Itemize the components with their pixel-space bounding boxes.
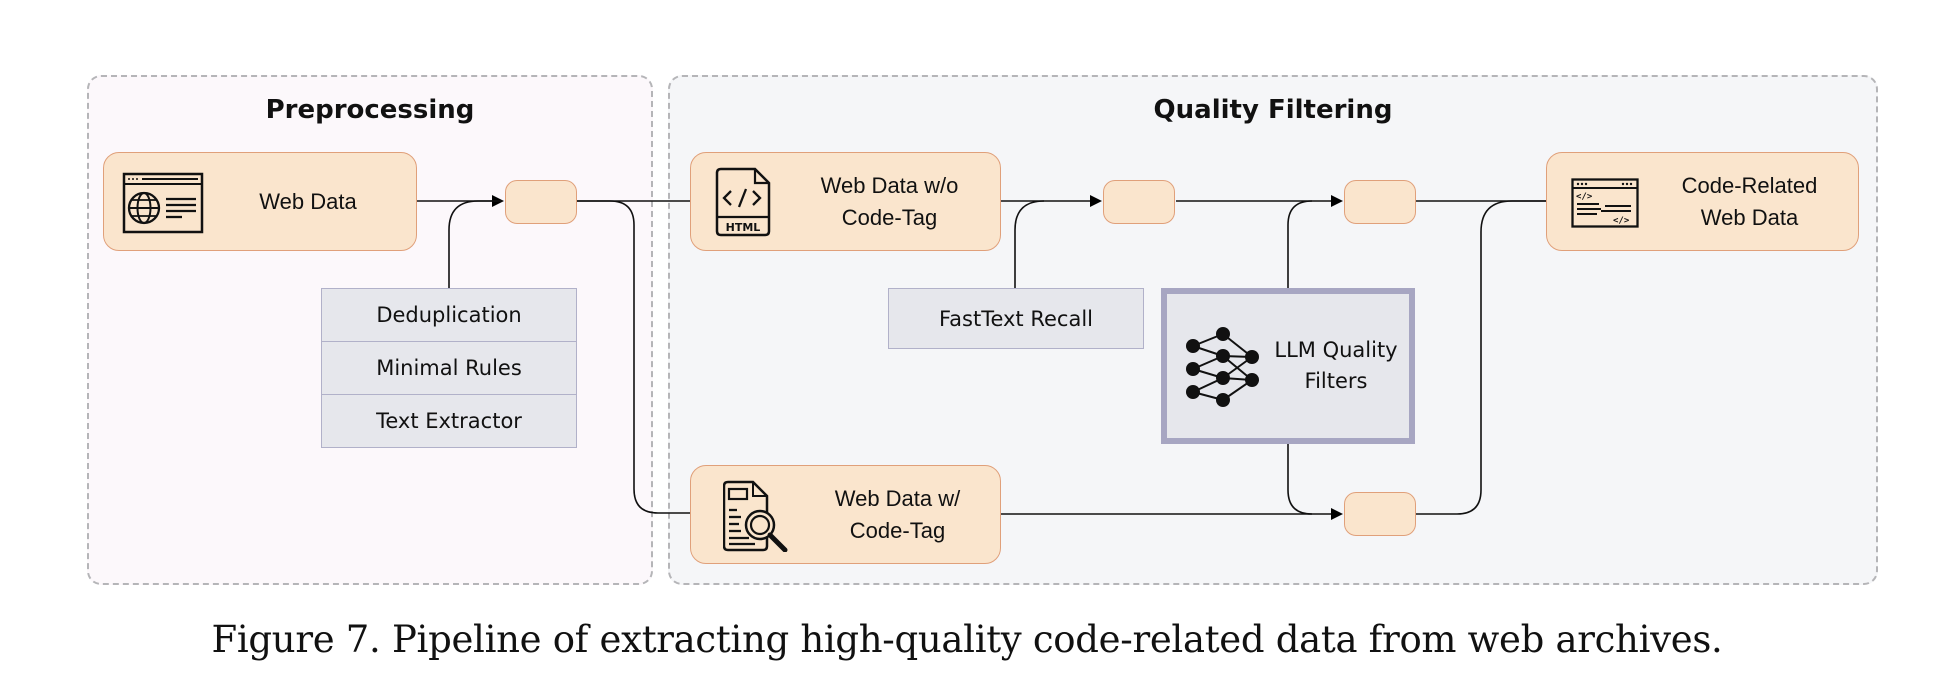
code-webpage-icon: </> </>: [1571, 178, 1639, 228]
code-related-web-data-node: </> </> Code-Related Web Data: [1546, 152, 1859, 251]
web-data-with-code-tag-label: Web Data w/ Code-Tag: [834, 485, 961, 543]
step-text-extractor: Text Extractor: [321, 394, 577, 448]
llm-quality-filters-label: LLM Quality Filters: [1274, 337, 1398, 394]
web-data-without-code-tag-node: HTML Web Data w/o Code-Tag: [690, 152, 1001, 251]
edge-junction4-to-output: [1416, 200, 1546, 515]
edge-llm-to-junction3: [1287, 200, 1313, 288]
neural-network-icon: [1186, 327, 1259, 407]
web-data-with-code-tag-node: Web Data w/ Code-Tag: [690, 465, 1001, 564]
figure-caption: Figure 7. Pipeline of extracting high-qu…: [211, 618, 1723, 661]
fasttext-recall-box: FastText Recall: [888, 288, 1144, 349]
document-search-icon: [723, 480, 788, 552]
quality-filtering-title: Quality Filtering: [1153, 95, 1393, 125]
svg-text:</>: </>: [1613, 216, 1630, 226]
web-data-without-code-tag-label: Web Data w/o Code-Tag: [820, 172, 959, 230]
preprocessing-title: Preprocessing: [265, 95, 475, 125]
step-deduplication: Deduplication: [321, 288, 577, 342]
edge-steps-to-junction1: [448, 200, 502, 288]
svg-text:</>: </>: [1576, 192, 1593, 202]
globe-webpage-icon: [122, 172, 204, 234]
step-minimal-rules: Minimal Rules: [321, 341, 577, 395]
merge-node-fasttext: [1103, 180, 1175, 224]
svg-text:HTML: HTML: [726, 221, 761, 234]
web-data-node: Web Data: [103, 152, 417, 251]
merge-node-llm-lower: [1344, 492, 1416, 536]
edge-llm-to-junction4: [1287, 444, 1313, 515]
edge-fasttext-to-junction2: [1014, 200, 1045, 288]
merge-node-preprocessing: [505, 180, 577, 224]
preprocessing-steps: Deduplication Minimal Rules Text Extract…: [321, 288, 577, 448]
html-file-icon: HTML: [715, 167, 771, 237]
code-related-web-data-label: Code-Related Web Data: [1681, 172, 1818, 230]
edge-junction1-to-w-tag: [577, 200, 690, 514]
merge-node-llm-upper: [1344, 180, 1416, 224]
llm-quality-filters-box: LLM Quality Filters: [1161, 288, 1415, 444]
web-data-label: Web Data: [259, 188, 357, 214]
